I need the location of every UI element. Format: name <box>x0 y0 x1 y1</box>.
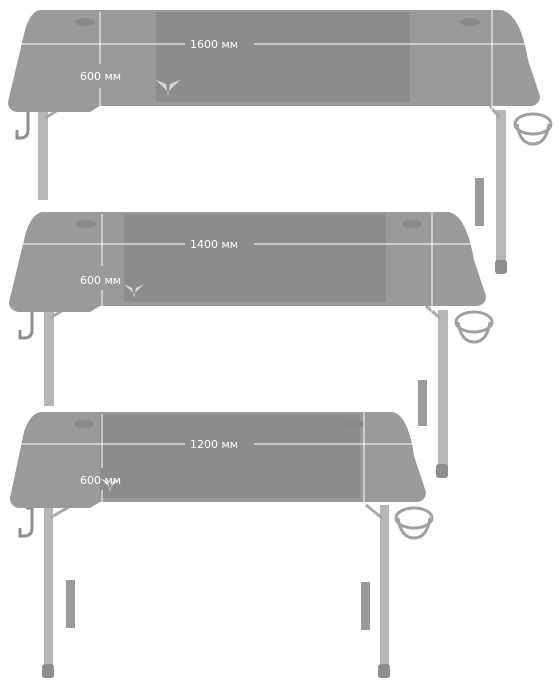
brand-logo-icon <box>124 284 144 298</box>
cable-hole-icon <box>460 18 480 26</box>
mouse-pad <box>124 214 386 302</box>
brace-right <box>425 304 441 320</box>
foot-right <box>436 464 448 478</box>
cable-hole-icon <box>75 18 95 26</box>
cable-hole-icon <box>76 220 96 228</box>
foot-right <box>378 664 390 678</box>
headphone-hook-icon <box>18 506 34 538</box>
leg-left-back <box>38 110 48 200</box>
leg-foot-right-back <box>418 380 427 426</box>
depth-label: 600 мм <box>80 70 121 83</box>
mouse-pad <box>100 414 360 498</box>
cable-hole-icon <box>402 220 422 228</box>
cup-holder-icon <box>454 310 494 334</box>
foot-left <box>42 664 54 678</box>
leg-foot-left-back <box>66 580 75 628</box>
width-label: 1200 мм <box>190 438 238 451</box>
depth-label: 600 мм <box>80 274 121 287</box>
leg-foot-right-back <box>475 178 484 226</box>
leg-right <box>380 505 389 670</box>
leg-foot-right-back <box>361 582 370 630</box>
width-label: 1600 мм <box>190 38 238 51</box>
headphone-hook-icon <box>15 106 30 140</box>
foot-right <box>495 260 507 274</box>
cup-holder-icon <box>394 506 434 530</box>
leg-left <box>44 505 53 670</box>
brand-logo-icon <box>156 80 180 96</box>
cup-holder-icon <box>513 112 553 136</box>
cup-holder-basket <box>515 123 551 146</box>
brace-right <box>365 503 383 520</box>
cable-hole-icon <box>74 420 94 428</box>
leg-right <box>438 310 448 470</box>
leg-right <box>496 110 506 265</box>
mouse-pad <box>156 12 410 102</box>
depth-label: 600 мм <box>80 474 121 487</box>
width-label: 1400 мм <box>190 238 238 251</box>
cup-holder-basket <box>396 517 432 540</box>
cable-hole-icon <box>344 420 364 428</box>
desk-1200: 1200 мм 600 мм <box>10 412 434 678</box>
brand-logo-icon <box>100 478 120 492</box>
desk-1400: 1400 мм 600 мм <box>9 212 494 478</box>
cup-holder-basket <box>456 321 492 344</box>
leg-left-back <box>44 310 54 406</box>
desk-1600: 1600 мм 600 мм <box>8 10 553 274</box>
headphone-hook-icon <box>18 308 34 340</box>
